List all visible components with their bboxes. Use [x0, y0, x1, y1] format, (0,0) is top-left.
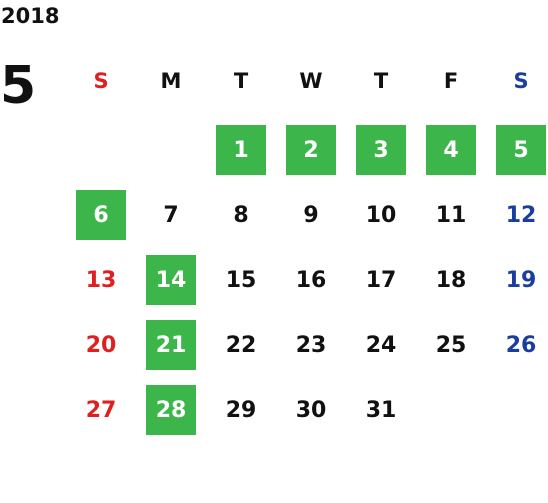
day-cell[interactable]: 25 — [435, 332, 467, 358]
day-cell[interactable]: 26 — [505, 332, 537, 358]
day-cell[interactable]: 7 — [163, 202, 179, 228]
day-cell[interactable]: 23 — [295, 332, 327, 358]
day-cell[interactable]: 31 — [365, 397, 397, 423]
day-cell[interactable]: 14 — [146, 255, 196, 305]
weekday-thursday: T — [373, 69, 389, 93]
day-cell[interactable]: 28 — [146, 385, 196, 435]
day-cell[interactable]: 24 — [365, 332, 397, 358]
day-cell[interactable]: 9 — [303, 202, 319, 228]
day-cell[interactable]: 12 — [505, 202, 537, 228]
day-cell[interactable]: 15 — [225, 267, 257, 293]
weekday-saturday: S — [513, 69, 529, 93]
day-cell[interactable]: 13 — [85, 267, 117, 293]
day-cell[interactable]: 8 — [233, 202, 249, 228]
day-cell[interactable]: 29 — [225, 397, 257, 423]
day-cell[interactable]: 5 — [496, 125, 546, 175]
day-cell[interactable]: 1 — [216, 125, 266, 175]
weekday-monday: M — [160, 69, 182, 93]
day-cell[interactable]: 16 — [295, 267, 327, 293]
day-cell[interactable]: 6 — [76, 190, 126, 240]
day-cell[interactable]: 17 — [365, 267, 397, 293]
month-number: 5 — [0, 56, 37, 116]
day-cell[interactable]: 11 — [435, 202, 467, 228]
day-cell[interactable]: 27 — [85, 397, 117, 423]
day-cell[interactable]: 21 — [146, 320, 196, 370]
day-cell[interactable]: 22 — [225, 332, 257, 358]
day-cell[interactable]: 2 — [286, 125, 336, 175]
weekday-friday: F — [443, 69, 459, 93]
year-label: 2018 — [1, 4, 60, 28]
weekday-sunday: S — [93, 69, 109, 93]
day-cell[interactable]: 10 — [365, 202, 397, 228]
day-cell[interactable]: 3 — [356, 125, 406, 175]
day-cell[interactable]: 20 — [85, 332, 117, 358]
weekday-wednesday: W — [299, 69, 323, 93]
day-cell[interactable]: 30 — [295, 397, 327, 423]
weekday-tuesday: T — [233, 69, 249, 93]
day-cell[interactable]: 18 — [435, 267, 467, 293]
day-cell[interactable]: 4 — [426, 125, 476, 175]
day-cell[interactable]: 19 — [505, 267, 537, 293]
